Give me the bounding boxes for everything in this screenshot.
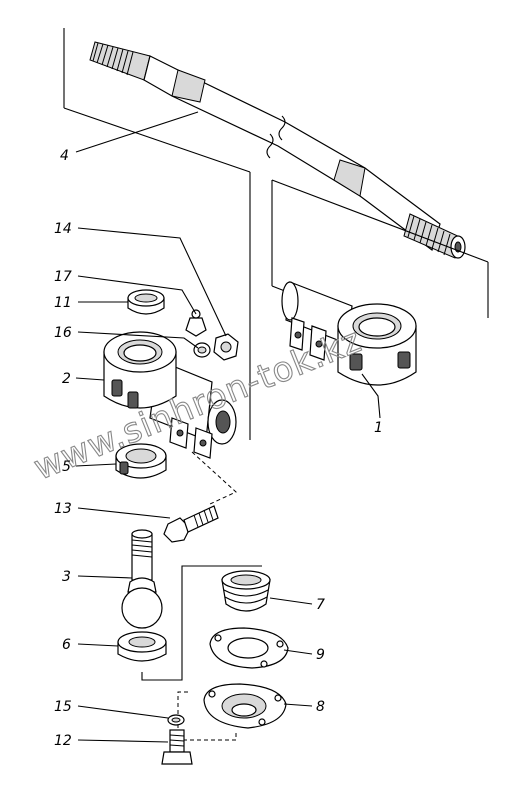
callout-8: 8 <box>316 699 325 715</box>
tie-rod <box>89 41 466 259</box>
lock-washer <box>167 714 185 726</box>
dust-boot <box>221 570 271 612</box>
clamp-bolt <box>163 505 219 543</box>
callout-2: 2 <box>62 371 71 387</box>
tie-rod-end-left <box>103 331 237 459</box>
callout-16: 16 <box>54 325 72 341</box>
cap-screw <box>161 729 193 765</box>
callout-labels: 4 14 17 11 16 2 1 5 13 3 7 9 6 8 15 12 <box>54 148 383 749</box>
callout-11: 11 <box>54 295 72 311</box>
callout-17: 17 <box>54 269 72 285</box>
callout-9: 9 <box>316 647 325 663</box>
callout-4: 4 <box>60 148 69 164</box>
seat-ring <box>117 631 167 662</box>
callout-12: 12 <box>54 733 72 749</box>
callout-14: 14 <box>54 221 72 237</box>
bolt-thread <box>193 507 214 528</box>
gasket <box>209 627 289 669</box>
group-bracket <box>141 565 262 681</box>
leader-lines <box>75 111 381 743</box>
stud-thread <box>131 539 153 558</box>
spring-washer <box>193 342 211 358</box>
cover-plate <box>203 683 287 729</box>
bolt-link-dashed <box>191 451 237 505</box>
hex-nut <box>213 333 239 361</box>
assembly-frame <box>63 28 489 440</box>
clamp-ring <box>115 443 167 479</box>
callout-7: 7 <box>316 597 325 613</box>
left-thread <box>92 42 134 76</box>
ball-stud <box>121 529 163 629</box>
callout-3: 3 <box>62 569 71 585</box>
callout-5: 5 <box>62 459 71 475</box>
right-thread <box>407 215 451 256</box>
callout-13: 13 <box>54 501 72 517</box>
callout-1: 1 <box>374 420 383 436</box>
callout-6: 6 <box>62 637 71 653</box>
callout-15: 15 <box>54 699 72 715</box>
tie-rod-end-right <box>281 281 417 386</box>
bushing <box>127 289 165 315</box>
